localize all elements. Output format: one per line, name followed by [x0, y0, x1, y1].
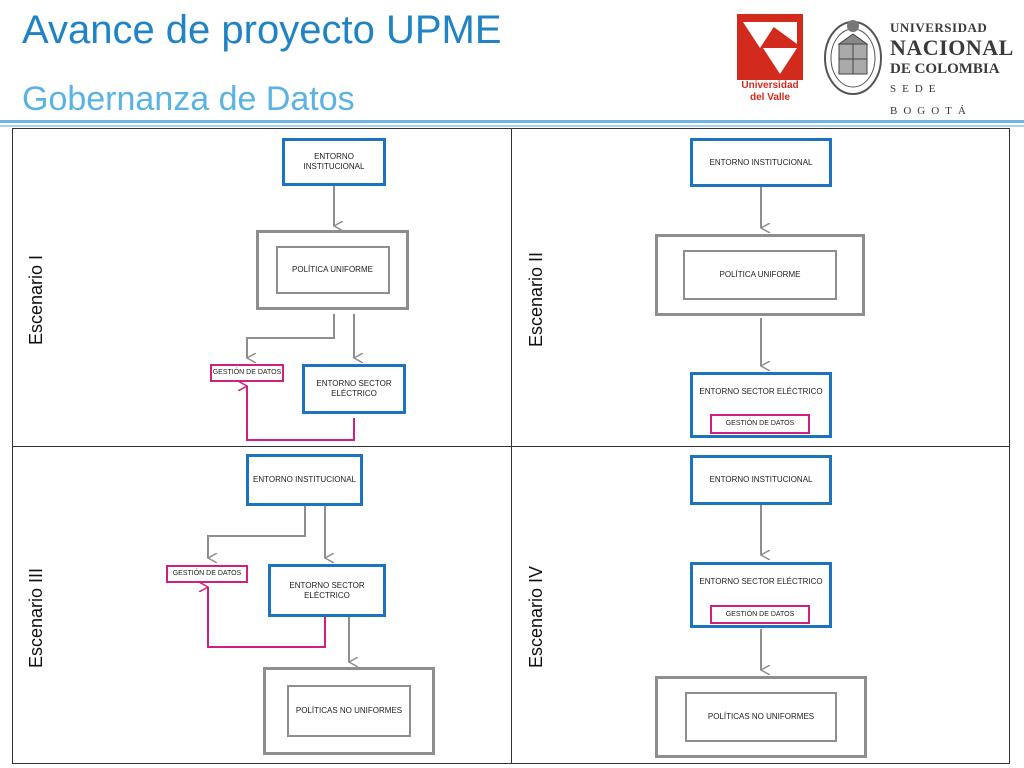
s1-entorno-institucional-box: ENTORNO INSTITUCIONAL: [282, 138, 386, 186]
s2-entorno-institucional-box: ENTORNO INSTITUCIONAL: [690, 138, 832, 187]
s3-politicas-box: POLÍTICAS NO UNIFORMES: [287, 685, 411, 737]
univalle-logo: Universidad del Valle: [737, 14, 803, 110]
page-subtitle: Gobernanza de Datos: [22, 80, 355, 118]
s2-politica-outer-box: POLÍTICA UNIFORME: [655, 234, 865, 316]
header-divider-secondary: [0, 125, 1024, 127]
s4-politicas-outer-box: POLÍTICAS NO UNIFORMES: [655, 676, 867, 758]
s3-politicas-outer-box: POLÍTICAS NO UNIFORMES: [263, 667, 435, 755]
s3-entorno-institucional-box: ENTORNO INSTITUCIONAL: [246, 454, 363, 506]
grid-divider-horizontal: [12, 446, 1010, 447]
s4-politicas-box: POLÍTICAS NO UNIFORMES: [685, 692, 837, 742]
s4-entorno-sector-label: ENTORNO SECTOR ELÉCTRICO: [699, 577, 823, 586]
s4-entorno-institucional-box: ENTORNO INSTITUCIONAL: [690, 455, 832, 505]
s4-gestion-datos-box: GESTIÓN DE DATOS: [710, 605, 810, 624]
s4-entorno-sector-box: ENTORNO SECTOR ELÉCTRICO: [690, 562, 832, 628]
header-divider: [0, 120, 1024, 123]
page-title: Avance de proyecto UPME: [22, 8, 502, 52]
s3-gestion-datos-box: GESTIÓN DE DATOS: [166, 565, 248, 583]
s3-entorno-sector-box: ENTORNO SECTOR ELÉCTRICO: [268, 564, 386, 617]
unal-seal-logo: [822, 14, 884, 98]
s1-politica-outer-box: POLÍTICA UNIFORME: [256, 230, 409, 310]
s2-entorno-sector-label: ENTORNO SECTOR ELÉCTRICO: [699, 387, 823, 396]
unal-logo-text: UNIVERSIDAD NACIONAL DE COLOMBIA SEDE BO…: [890, 20, 1014, 117]
s2-gestion-datos-box: GESTIÓN DE DATOS: [710, 414, 810, 434]
univalle-logo-text: Universidad del Valle: [741, 80, 799, 103]
s2-entorno-sector-box: ENTORNO SECTOR ELÉCTRICO: [690, 372, 832, 438]
scenario-3-arrows: [208, 506, 349, 662]
s1-politica-box: POLÍTICA UNIFORME: [275, 246, 390, 294]
s1-gestion-datos-box: GESTIÓN DE DATOS: [210, 364, 284, 382]
scenario-1-arrows: [247, 186, 354, 441]
univalle-logo-mark: [737, 14, 803, 80]
s1-entorno-sector-box: ENTORNO SECTOR ELÉCTRICO: [302, 364, 406, 414]
s2-politica-box: POLÍTICA UNIFORME: [683, 250, 837, 300]
